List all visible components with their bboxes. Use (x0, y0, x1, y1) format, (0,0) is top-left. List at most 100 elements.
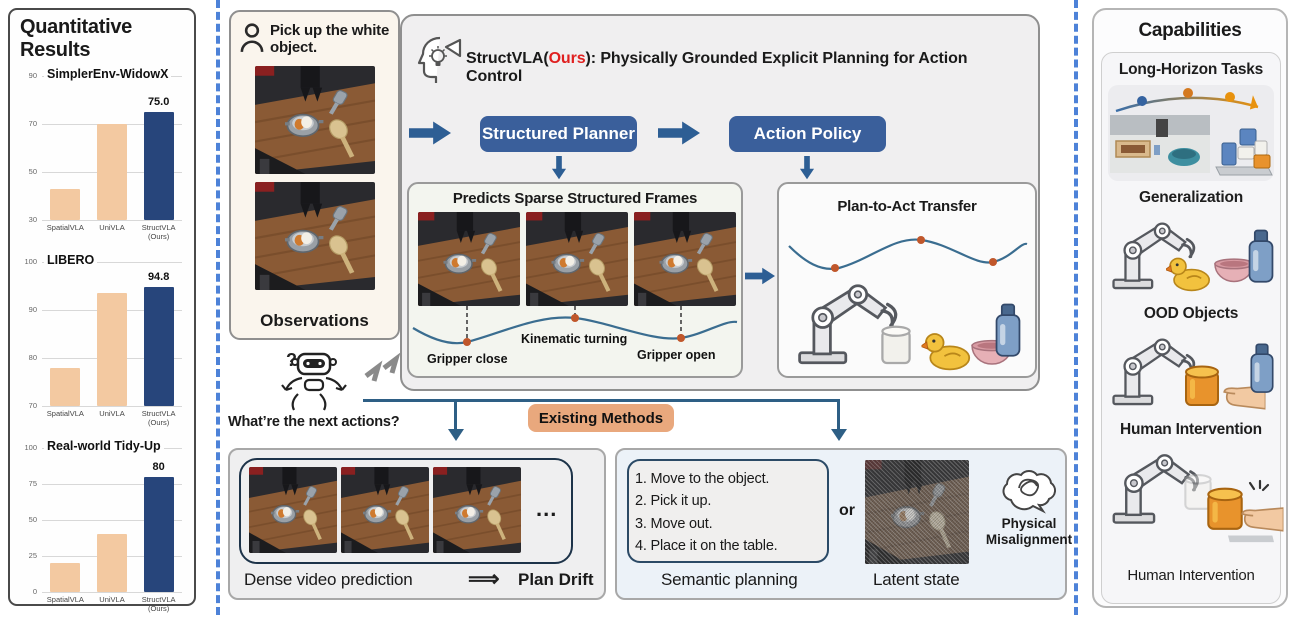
dense-frame-1 (249, 467, 337, 553)
y-tick-label: 100 (24, 257, 37, 266)
branch-arrowhead-left (447, 429, 464, 441)
implies-arrow-icon: ⟹ (468, 566, 500, 591)
bar (143, 286, 174, 406)
down-arrow-icon (799, 156, 815, 180)
bar-value-label: 94.8 (147, 270, 170, 283)
capabilities-title: Capabilities (1138, 20, 1242, 41)
latent-state-caption: Latent state (873, 570, 960, 589)
y-tick-label: 100 (24, 443, 37, 452)
observation-image-2 (255, 182, 375, 290)
transfer-arrow-icon (745, 267, 775, 285)
plan-to-act-title: Plan-to-Act Transfer (837, 198, 977, 215)
y-tick-label: 50 (28, 167, 37, 176)
idea-head-icon (417, 36, 462, 83)
bar (50, 188, 81, 220)
x-category-label: SpatialVLA (46, 409, 84, 418)
sparse-frames-box: Predicts Sparse Structured Frames Grippe… (407, 182, 743, 378)
flow-arrow-icon (409, 121, 451, 145)
noise-overlay (865, 460, 969, 564)
semantic-planning-caption: Semantic planning (661, 570, 798, 589)
gridline (42, 592, 182, 593)
ellipsis: ... (536, 496, 558, 521)
frame-image-3 (634, 212, 736, 306)
bar (50, 367, 81, 406)
gripper-open-label: Gripper open (637, 348, 716, 362)
y-tick-label: 30 (28, 215, 37, 224)
or-label: or (839, 502, 855, 519)
panel-title: Quantitative Results (20, 16, 132, 61)
y-tick-label: 90 (28, 305, 37, 314)
physical-misalignment-label: Physical Misalignment (985, 516, 1073, 548)
step-2: 2. Pick it up. (635, 493, 712, 510)
capabilities-inner-panel: Long-Horizon Tasks (1101, 52, 1281, 604)
hand-illustration (1224, 503, 1284, 535)
bottle-illustration (1246, 227, 1276, 287)
bar (50, 563, 81, 592)
long-horizon-illustration (1108, 85, 1274, 181)
speech-chevrons-icon (364, 352, 401, 382)
long-horizon-label: Long-Horizon Tasks (1118, 61, 1264, 78)
y-tick-label: 70 (28, 401, 37, 410)
gridline (42, 220, 182, 221)
branch-line-left (454, 399, 457, 429)
flow-arrow-icon (658, 121, 700, 145)
gridline (42, 484, 182, 485)
frame-image-2 (526, 212, 628, 306)
trajectory-curve (788, 236, 1028, 272)
bottle-illustration (1248, 341, 1276, 397)
y-tick-label: 80 (28, 353, 37, 362)
bar-value-label: 75.0 (147, 96, 170, 108)
left-dashed-divider (216, 0, 220, 615)
semantic-latent-box: 1. Move to the object. 2. Pick it up. 3.… (615, 448, 1072, 600)
y-tick-label: 70 (28, 119, 37, 128)
bar (143, 476, 174, 592)
chart-title: LIBERO (44, 253, 98, 267)
main-title: StructVLA(Ours): Physically Grounded Exp… (466, 50, 968, 85)
x-category-label: StructVLA(Ours) (141, 223, 176, 241)
chart-title: Real-world Tidy-Up (44, 439, 164, 453)
latent-state-image (865, 460, 969, 564)
human-intervention-label: Human Intervention (1120, 421, 1262, 438)
observation-image-1 (255, 66, 375, 174)
branch-arrowhead-right (830, 429, 847, 441)
structured-planner-button: Structured Planner (480, 116, 637, 152)
step-1: 1. Move to the object. (635, 471, 770, 487)
x-category-label: StructVLA(Ours) (141, 595, 176, 613)
ood-objects-illustration (1108, 329, 1274, 413)
duck-illustration (1166, 251, 1214, 293)
blocks-illustration (1215, 128, 1273, 176)
kinematic-turning-label: Kinematic turning (521, 332, 628, 346)
gridline (42, 406, 182, 407)
bottle-illustration (993, 302, 1023, 360)
duck-illustration (921, 326, 975, 372)
gripper-state-curve (412, 306, 738, 346)
person-icon (240, 23, 264, 52)
bar (97, 534, 127, 592)
x-category-label: StructVLA(Ours) (141, 409, 176, 427)
frame-image-1 (418, 212, 520, 306)
bar (143, 112, 174, 220)
x-category-label: SpatialVLA (46, 223, 84, 232)
right-dashed-divider (1074, 0, 1078, 615)
dense-frames-group: ... (239, 458, 573, 564)
structvla-main-box: StructVLA(Ours): Physically Grounded Exp… (400, 14, 1040, 391)
human-intervention-caption: Human Intervention (1127, 567, 1255, 584)
tangled-brain-icon (1002, 470, 1056, 514)
x-category-label: UniVLA (99, 223, 125, 232)
plan-drift-label: Plan Drift (518, 570, 594, 589)
generalization-illustration (1108, 213, 1274, 297)
gridline (42, 520, 182, 521)
observations-panel: Pick up the white object. Observations (229, 10, 400, 340)
bar (97, 124, 127, 220)
dense-video-caption: Dense video prediction (244, 570, 413, 589)
plan-to-act-box: Plan-to-Act Transfer (777, 182, 1037, 378)
sparse-frames-title: Predicts Sparse Structured Frames (452, 190, 698, 207)
gripper-close-label: Gripper close (427, 352, 508, 366)
generalization-label: Generalization (1138, 189, 1243, 206)
dense-video-box: ... Dense video prediction ⟹ Plan Drift (228, 448, 606, 600)
branch-line (363, 399, 840, 402)
y-tick-label: 90 (28, 71, 37, 80)
